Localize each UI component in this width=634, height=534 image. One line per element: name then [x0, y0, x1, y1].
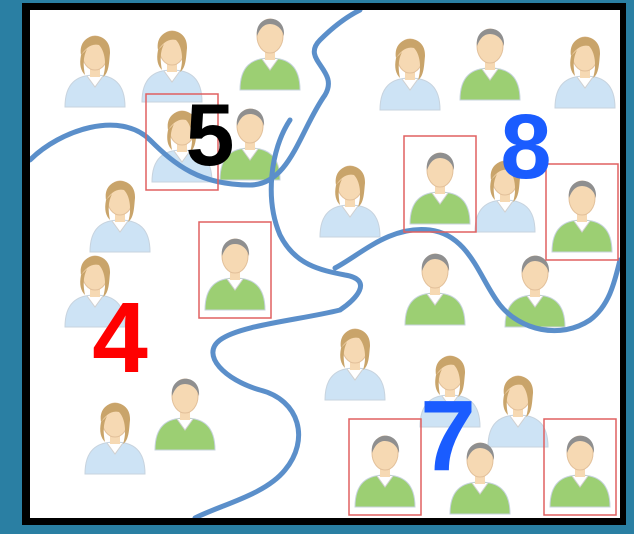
boundary-line-middle [192, 117, 363, 518]
highlight-box [543, 418, 617, 516]
female-person-icon [379, 38, 441, 111]
female-person-icon [319, 165, 381, 238]
male-person-icon [504, 255, 566, 328]
male-person-icon [219, 108, 281, 181]
female-person-icon [64, 35, 126, 108]
people-layer [64, 18, 616, 515]
boundary-line-top [30, 10, 363, 188]
female-person-icon [64, 255, 126, 328]
male-person-icon [409, 152, 471, 225]
female-person-icon [554, 36, 616, 109]
region-label-7: 7 [420, 380, 476, 492]
male-person-icon [459, 28, 521, 101]
highlight-box [403, 135, 477, 233]
female-person-icon [487, 375, 549, 448]
female-person-icon [324, 328, 386, 401]
region-label-5: 5 [186, 85, 235, 184]
male-person-icon [239, 18, 301, 91]
female-person-icon [419, 355, 481, 428]
boundary-line-right [332, 226, 620, 334]
male-person-icon [354, 435, 416, 508]
male-person-icon [154, 378, 216, 451]
male-person-icon [204, 238, 266, 311]
male-person-icon [549, 435, 611, 508]
highlight-boxes [145, 93, 619, 516]
female-person-icon [141, 30, 203, 103]
region-labels: 5 8 4 7 [92, 85, 551, 492]
highlight-box [145, 93, 219, 191]
male-person-icon [404, 253, 466, 326]
region-label-8: 8 [500, 96, 551, 198]
region-label-4: 4 [92, 282, 148, 394]
female-person-icon [89, 180, 151, 253]
male-person-icon [551, 180, 613, 253]
female-person-icon [84, 402, 146, 475]
highlight-box [348, 418, 422, 516]
male-person-icon [449, 442, 511, 515]
female-person-icon [474, 160, 536, 233]
region-boundaries [30, 10, 620, 518]
highlight-box [198, 221, 272, 319]
highlight-box [545, 163, 619, 261]
